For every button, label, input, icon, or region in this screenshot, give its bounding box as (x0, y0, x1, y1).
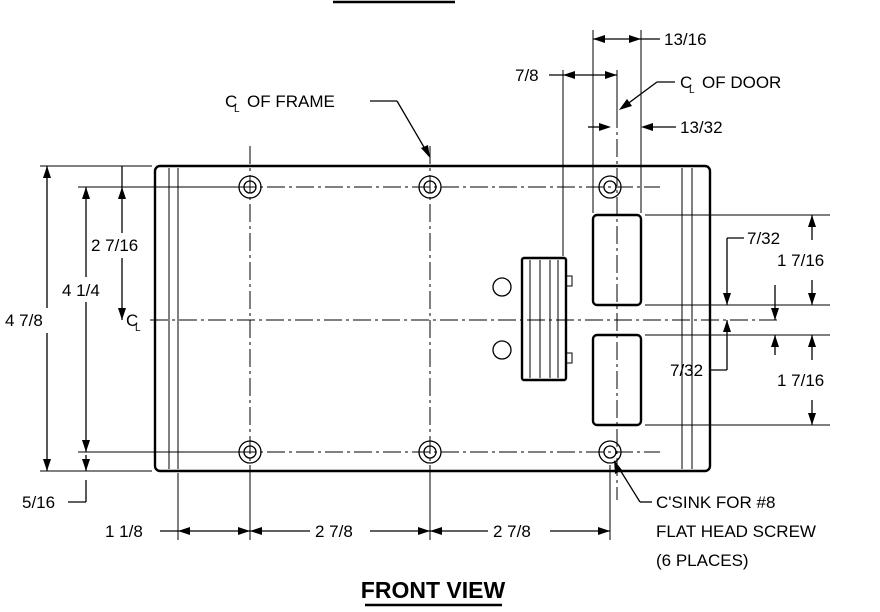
centerline-symbol: C L (680, 73, 695, 96)
dim-upper-slot (808, 215, 816, 305)
dim-lower-gap (710, 320, 779, 371)
csink-note-line3: (6 PLACES) (656, 551, 749, 570)
svg-text:C: C (680, 73, 692, 92)
cl-door-label: OF DOOR (702, 73, 781, 92)
svg-text:L: L (135, 323, 141, 334)
csink-note-line2: FLAT HEAD SCREW (656, 522, 816, 541)
centerline-symbol: C L (126, 311, 141, 334)
csink-note-line1: C'SINK FOR #8 (656, 493, 775, 512)
dim-label-door-width: 13/16 (664, 30, 707, 49)
cl-frame-leader (370, 100, 430, 158)
csink-leader (614, 460, 652, 503)
dim-overall-height (43, 166, 51, 471)
svg-text:L: L (234, 104, 240, 115)
centerline-symbol: C L (225, 92, 240, 115)
dim-label-hole-spacing-h1: 2 7/8 (315, 522, 353, 541)
dim-label-hole-to-cl: 2 7/16 (91, 236, 138, 255)
dim-bottom-edge (68, 455, 90, 503)
countersink-hole (598, 440, 622, 464)
dim-hole-spacing-v (82, 187, 90, 452)
svg-text:C: C (126, 311, 138, 330)
dim-hole-spacing-h2 (430, 527, 610, 535)
dim-label-lower-slot: 1 7/16 (777, 371, 824, 390)
dim-label-hole-spacing-h2: 2 7/8 (493, 522, 531, 541)
dim-lower-slot (808, 335, 816, 425)
countersink-hole (418, 440, 442, 464)
dim-upper-gap (723, 237, 779, 320)
cl-door-leader (619, 81, 675, 110)
dim-label-lower-gap: 7/32 (670, 361, 703, 380)
upper-door-slot (591, 213, 643, 307)
svg-text:L: L (689, 85, 695, 96)
dim-label-door-half: 13/32 (680, 118, 723, 137)
cl-frame-label: OF FRAME (247, 92, 335, 111)
hinge-block (520, 256, 573, 382)
small-hole-lower (492, 340, 512, 360)
dim-label-upper-slot: 1 7/16 (777, 251, 824, 270)
dim-door-offset (549, 71, 617, 79)
svg-text:C: C (225, 92, 237, 111)
dim-label-left-edge: 1 1/8 (105, 522, 143, 541)
dim-label-door-offset: 7/8 (515, 66, 539, 85)
dim-label-upper-gap: 7/32 (747, 229, 780, 248)
countersink-hole (418, 175, 442, 199)
dim-left-edge (160, 527, 250, 535)
small-hole-upper (492, 277, 512, 297)
dim-label-overall-height: 4 7/8 (5, 311, 43, 330)
dim-label-hole-spacing-v: 4 1/4 (62, 281, 100, 300)
dim-label-bottom-edge: 5/16 (22, 493, 55, 512)
lower-door-slot (591, 333, 643, 427)
dim-hole-spacing-h1 (250, 527, 430, 535)
dim-door-half (588, 123, 676, 131)
view-title: FRONT VIEW (361, 577, 506, 603)
countersink-hole (598, 175, 622, 199)
frame-plate-outline (153, 164, 712, 473)
dim-hole-to-cl (118, 166, 126, 320)
dim-door-width (593, 35, 660, 43)
